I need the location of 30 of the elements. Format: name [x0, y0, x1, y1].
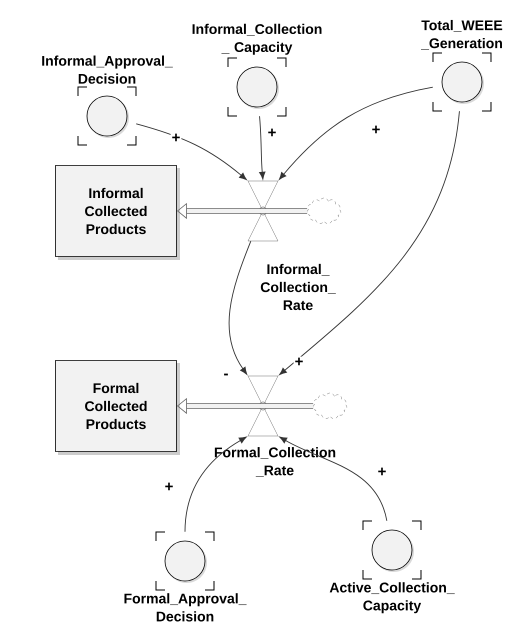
- node-label: Informal_Collection _ Capacity: [192, 24, 322, 55]
- edge-label: +: [294, 356, 304, 368]
- edge-label: -: [222, 372, 230, 380]
- node-label: Informal_Approval_ Decision: [42, 56, 173, 84]
- stock-box: Formal Collected Products: [55, 360, 180, 455]
- auxiliary-variable: Informal_Approval_ Decision: [42, 56, 173, 146]
- node-label: Active_Collection_ Capacity: [330, 582, 455, 614]
- auxiliary-variable: Total_WEEE _Generation: [421, 20, 502, 112]
- edge-label: +: [370, 124, 382, 136]
- edge-label: +: [266, 128, 278, 138]
- arrow: [278, 86, 434, 180]
- flow-valve: Informal_ Collection_ Rate: [248, 180, 336, 310]
- auxiliary-variable: Active_Collection_ Capacity: [330, 520, 455, 614]
- arrow: [184, 436, 247, 532]
- node-label: Total_WEEE _Generation: [421, 20, 502, 50]
- edge-label: +: [376, 466, 388, 478]
- node-label: Formal_Approval_ Decision: [124, 593, 247, 622]
- edge-label: +: [170, 132, 182, 144]
- cloud-symbol: [312, 392, 348, 419]
- arrow: [279, 110, 460, 376]
- stock-box: Informal Collected Products: [55, 165, 180, 260]
- auxiliary-variable: Formal_Approval_ Decision: [124, 532, 247, 622]
- auxiliary-variable: Informal_Collection _ Capacity: [192, 24, 322, 116]
- arrow: [279, 436, 388, 522]
- edge-label: +: [164, 482, 174, 492]
- cloud-symbol: [306, 198, 342, 224]
- arrow: [136, 123, 247, 180]
- arrow: [259, 116, 266, 180]
- node-label: Informal_ Collection_ Rate: [260, 264, 336, 310]
- arrow: [228, 240, 252, 375]
